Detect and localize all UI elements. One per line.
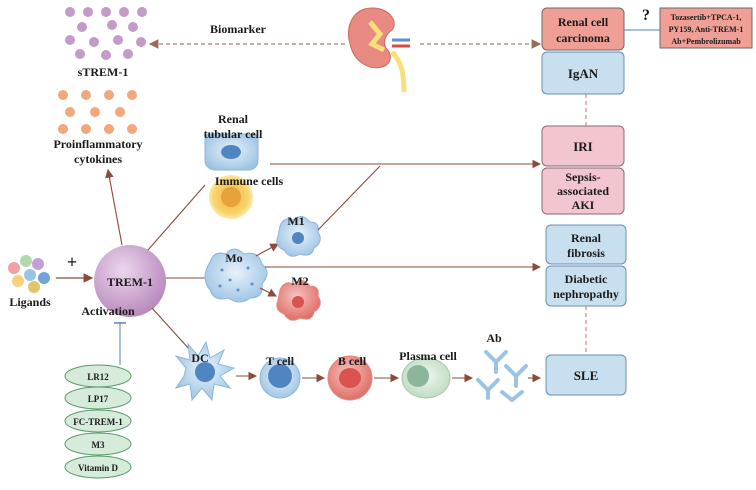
inhibitor-label: M3 [92, 440, 105, 450]
strem1-dots [65, 7, 147, 60]
m1-label: M1 [287, 214, 304, 228]
treatment-line1: Tozasertib+TPCA-1, [671, 13, 742, 22]
inhibitor-label: FC-TREM-1 [73, 417, 123, 427]
ligand-cluster-icon [8, 255, 50, 293]
b-cell-nucleus [339, 368, 361, 388]
cytokines-label-line1: Proinflammatory [53, 137, 142, 151]
rcc-label-line2: carcinoma [556, 31, 610, 45]
renal-tubular-label-line1: Renal [218, 112, 249, 126]
inhibitor-oval [64, 386, 132, 410]
dc-nucleus [195, 362, 215, 382]
question-mark: ? [642, 7, 650, 24]
m1-nucleus [292, 232, 304, 244]
bcell-label: B cell [338, 354, 367, 368]
plus-sign: + [67, 252, 77, 272]
cytokine-dots [58, 90, 137, 134]
arrow-trem1-cytokines [105, 168, 123, 246]
activation-label: Activation [81, 304, 135, 318]
sepsis-aki-box [541, 167, 625, 215]
inhibitor-label: LP17 [88, 394, 109, 404]
inhibitor-list: LR12 LP17 FC-TREM-1 M3 Vitamin D [64, 364, 132, 479]
sepsis-label-line3: AKI [572, 198, 595, 212]
ligands-label: Ligands [9, 295, 51, 309]
rcc-label-line1: Renal cell [558, 15, 609, 29]
treatment-box [659, 7, 753, 49]
arrow-m1-iri [317, 165, 381, 231]
dc-label: DC [191, 351, 208, 365]
kidney-icon [348, 7, 410, 93]
strem1-label: sTREM-1 [78, 65, 129, 79]
sepsis-label-line1: Sepsis- [565, 170, 600, 184]
diabetic-nephropathy-box [545, 265, 627, 307]
sle-box [545, 354, 627, 396]
diabetic-label-line1: Diabetic [565, 272, 608, 286]
iri-label: IRI [573, 139, 593, 154]
immune-cells-label: Immune cells [215, 174, 284, 188]
arrow-mo-m2 [259, 287, 277, 297]
antibody-icon [476, 350, 528, 403]
inhibitor-label: LR12 [87, 372, 109, 382]
inhibitor-oval [64, 409, 132, 433]
ab-label: Ab [486, 331, 502, 345]
m2-label: M2 [291, 274, 308, 288]
treatment-line2: PY159, Anti-TREM-1 [669, 25, 744, 34]
plasma-label: Plasma cell [399, 349, 457, 363]
trem1-label: TREM-1 [107, 275, 153, 289]
fibrosis-label-line2: fibrosis [567, 246, 605, 260]
macrophage-mo-granules [218, 266, 254, 292]
t-cell-nucleus [268, 364, 292, 388]
arrow-mo-m1 [255, 243, 279, 257]
biomarker-label: Biomarker [210, 22, 267, 36]
tcell-label: T cell [266, 354, 295, 368]
sepsis-label-line2: associated [557, 184, 609, 198]
iri-box [541, 125, 625, 167]
arrow-trem1-immune [147, 184, 206, 251]
macrophage-mo-icon [204, 248, 268, 303]
inhibitor-oval [64, 455, 132, 479]
arrow-trem1-dc [151, 307, 191, 351]
plasma-cell-nucleus [407, 365, 429, 387]
igan-box [541, 51, 625, 95]
fibrosis-label-line1: Renal [571, 231, 602, 245]
inhibitor-oval [64, 432, 132, 456]
trem1-cell [94, 245, 166, 317]
cytokines-label-line2: cytokines [74, 152, 122, 166]
sle-label: SLE [574, 368, 599, 383]
rcc-box [541, 7, 625, 51]
treatment-line3: Ab+Pembrolizumab [671, 37, 741, 46]
diabetic-label-line2: nephropathy [553, 287, 619, 301]
inhibitor-label: Vitamin D [78, 463, 118, 473]
immune-cell-nucleus [221, 187, 241, 207]
renal-tubular-label-line2: tubular cell [204, 127, 263, 141]
m2-nucleus [292, 296, 304, 308]
igan-label: IgAN [568, 66, 599, 81]
renal-fibrosis-box [545, 224, 627, 265]
mo-label: Mo [225, 251, 242, 265]
renal-tubular-nucleus [221, 145, 241, 159]
